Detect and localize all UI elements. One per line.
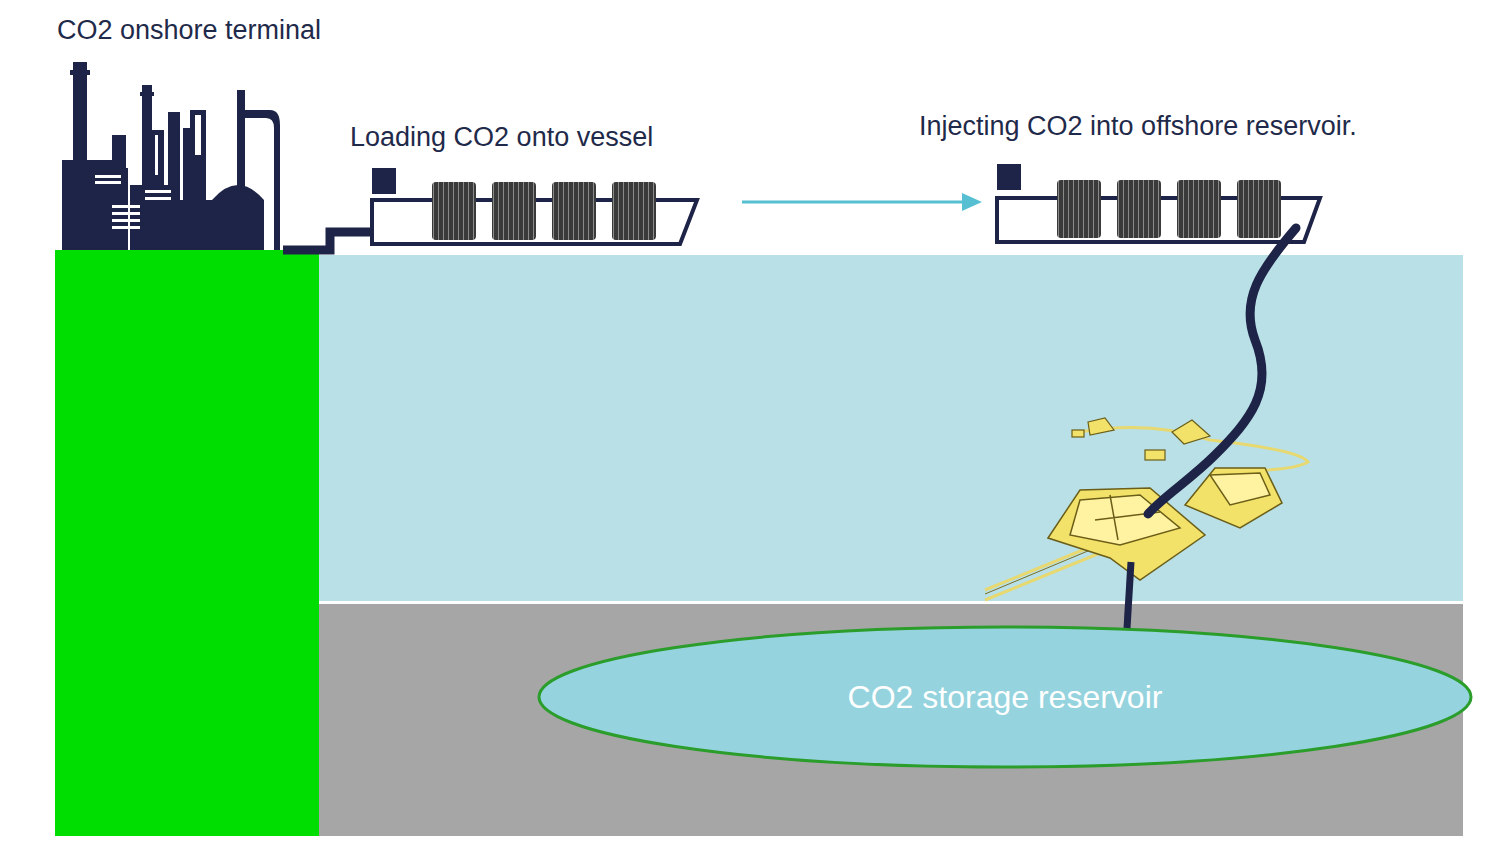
caption-label: CO2 onshore terminal bbox=[57, 14, 321, 46]
well-pipe bbox=[1127, 562, 1131, 628]
loading-pipe bbox=[283, 232, 372, 250]
caption-label: Loading CO2 onto vessel bbox=[350, 121, 653, 153]
factory-windows bbox=[95, 115, 201, 229]
caption-label: Injecting CO2 into offshore reservoir. bbox=[919, 110, 1357, 142]
subsea-structure bbox=[1072, 418, 1210, 460]
sea-water bbox=[319, 255, 1463, 601]
injection-hose bbox=[1148, 228, 1296, 514]
transit-arrow bbox=[742, 193, 982, 211]
land bbox=[55, 250, 319, 836]
vessel bbox=[372, 168, 697, 244]
flowline-edge bbox=[985, 548, 1095, 594]
reservoir-label: CO2 storage reservoir bbox=[848, 679, 1163, 716]
subsea-template bbox=[1048, 468, 1282, 580]
reservoir-node: CO2 storage reservoir bbox=[605, 642, 1405, 752]
vessel bbox=[997, 164, 1320, 242]
factory-silhouette bbox=[62, 62, 280, 250]
reservoir-outline bbox=[539, 627, 1471, 767]
